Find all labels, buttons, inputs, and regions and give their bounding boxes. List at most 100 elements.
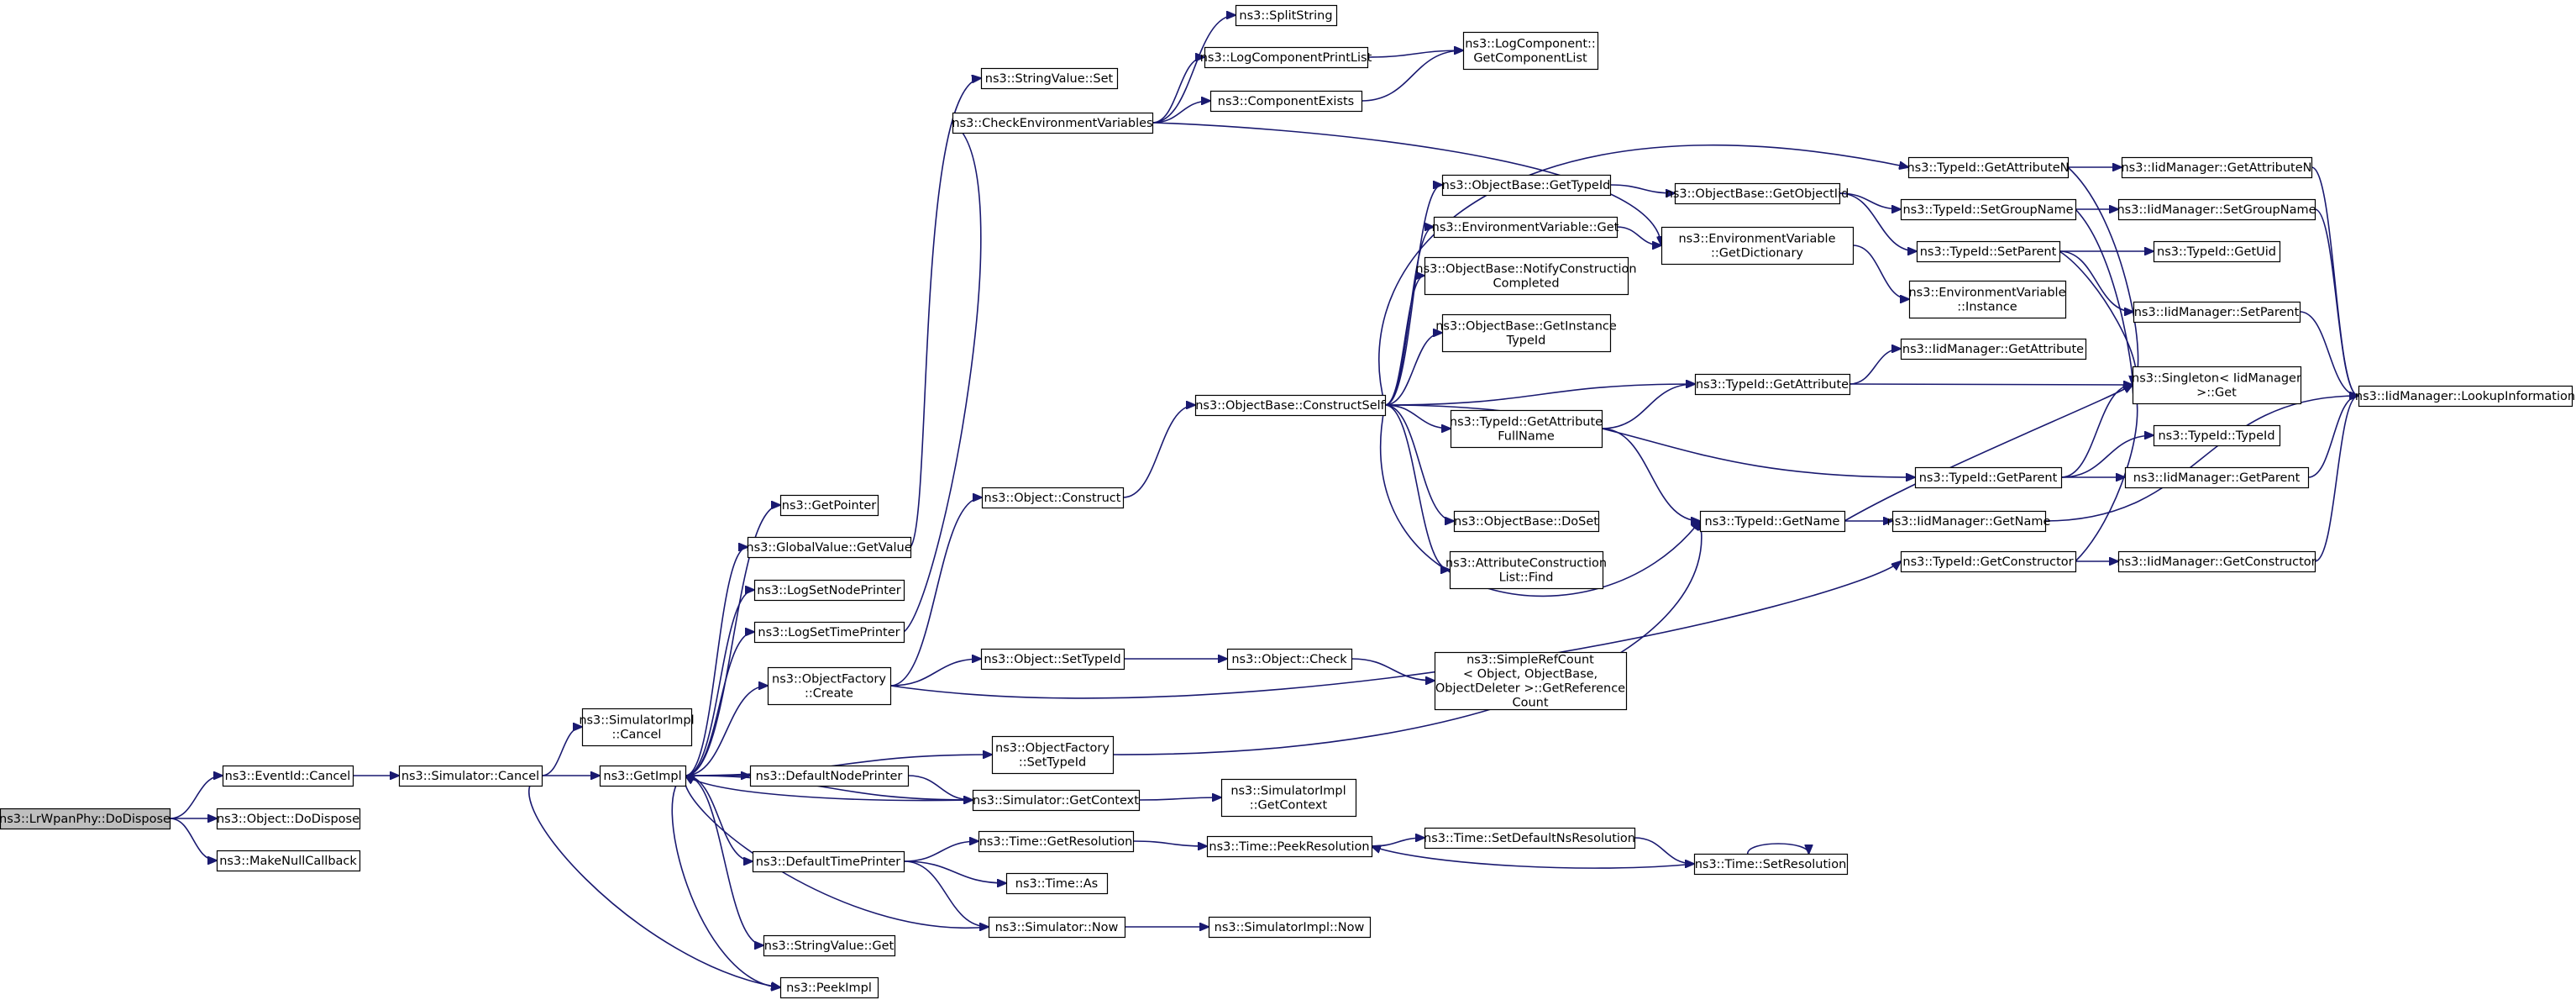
node-label-getpointer: ns3::GetPointer [782,499,877,513]
node-defaulttimeprinter[interactable]: ns3::DefaultTimePrinter [752,850,905,873]
node-iid_getparent[interactable]: ns3::IidManager::GetParent [2124,466,2310,489]
node-iid_getattributen[interactable]: ns3::IidManager::GetAttributeN [2121,156,2313,179]
node-iid_lookupinformation[interactable]: ns3::IidManager::LookupInformation [2355,385,2575,408]
node-label-logcomponentprintlist: ns3::LogComponentPrintList [1200,51,1372,65]
node-time_setdefaultns[interactable]: ns3::Time::SetDefaultNsResolution [1424,827,1636,850]
node-box-simplerefcount [1434,651,1628,711]
edge-getimpl-to-objectfactory_settypeid [685,755,992,776]
node-box-iid_getname [1891,510,2047,533]
edge-typeid_getattribute-to-singleton_get [1849,384,2133,385]
node-label-objectfactory_create: ns3::ObjectFactory [772,673,886,687]
node-typeid_setgroupname[interactable]: ns3::TypeId::SetGroupName [1900,198,2077,221]
node-defaultnodeprinter[interactable]: ns3::DefaultNodePrinter [749,765,910,787]
node-label-getinstancetypeid: TypeId [1506,334,1546,348]
node-label-envvar_getdictionary: ::GetDictionary [1711,247,1803,260]
node-stringvalue_set[interactable]: ns3::StringValue::Set [980,67,1119,90]
node-simulator_getcontext[interactable]: ns3::Simulator::GetContext [972,789,1141,812]
node-iid_getconstructor[interactable]: ns3::IidManager::GetConstructor [2117,550,2316,573]
node-logcomponentprintlist[interactable]: ns3::LogComponentPrintList [1200,46,1372,69]
node-typeid_typeid[interactable]: ns3::TypeId::TypeId [2153,424,2281,447]
node-constructself[interactable]: ns3::ObjectBase::ConstructSelf [1194,394,1387,417]
node-envvar_get[interactable]: ns3::EnvironmentVariable::Get [1432,216,1619,239]
node-label-globalvalue_getvalue: ns3::GlobalValue::GetValue [746,541,911,555]
edge-iid_getparent-to-iid_lookupinformation [2307,396,2358,478]
node-label-time_peekresolution: ns3::Time::PeekResolution [1209,840,1369,854]
node-box-objectbase_gettypeid [1441,174,1612,197]
node-typeid_getattributen[interactable]: ns3::TypeId::GetAttributeN [1907,156,2070,179]
node-envvar_getdictionary[interactable]: ns3::EnvironmentVariable::GetDictionary [1660,226,1855,266]
node-iid_setparent[interactable]: ns3::IidManager::SetParent [2133,301,2301,324]
node-time_peekresolution[interactable]: ns3::Time::PeekResolution [1206,835,1373,858]
node-stringvalue_get[interactable]: ns3::StringValue::Get [763,934,896,957]
node-time_setresolution[interactable]: ns3::Time::SetResolution [1693,853,1849,876]
node-typeid_getname[interactable]: ns3::TypeId::GetName [1699,510,1846,533]
node-iid_setgroupname[interactable]: ns3::IidManager::SetGroupName [2117,198,2316,221]
node-typeid_getuid[interactable]: ns3::TypeId::GetUid [2153,240,2281,263]
node-label-stringvalue_set: ns3::StringValue::Set [985,72,1114,86]
node-box-objectfactory_create [767,666,892,706]
node-splitstring[interactable]: ns3::SplitString [1235,4,1338,27]
node-makenullcallback[interactable]: ns3::MakeNullCallback [216,850,361,872]
node-objectbase_gettypeid[interactable]: ns3::ObjectBase::GetTypeId [1441,174,1612,197]
node-checkenv[interactable]: ns3::CheckEnvironmentVariables [952,112,1154,134]
node-simulatorimpl_cancel[interactable]: ns3::SimulatorImpl::Cancel [579,708,695,747]
node-objectfactory_settypeid[interactable]: ns3::ObjectFactory::SetTypeId [991,735,1115,775]
node-box-logcomponentprintlist [1204,46,1369,69]
node-box-objectbase_doset [1453,510,1600,533]
node-getimpl[interactable]: ns3::GetImpl [599,765,687,787]
node-label-typeid_getattributefullname: FullName [1498,430,1555,444]
node-peekimpl[interactable]: ns3::PeekImpl [779,976,879,999]
node-globalvalue_getvalue[interactable]: ns3::GlobalValue::GetValue [746,536,912,559]
edge-typeid_getattributefullname-to-typeid_getattribute [1601,384,1695,429]
node-box-object_check [1226,648,1353,671]
node-simulator_now[interactable]: ns3::Simulator::Now [988,916,1126,939]
node-time_getresolution[interactable]: ns3::Time::GetResolution [978,830,1135,853]
node-iid_getname[interactable]: ns3::IidManager::GetName [1887,510,2051,533]
node-iid_getattribute[interactable]: ns3::IidManager::GetAttribute [1900,338,2087,360]
node-simplerefcount[interactable]: ns3::SimpleRefCount< Object, ObjectBase,… [1434,651,1628,711]
node-label-root: ns3::LrWpanPhy::DoDispose [0,813,171,826]
node-box-iid_getparent [2124,466,2310,489]
node-notifyconstruction[interactable]: ns3::ObjectBase::NotifyConstructionCompl… [1415,256,1637,296]
node-label-peekimpl: ns3::PeekImpl [786,981,872,995]
node-box-logsettimeprinter [753,621,905,644]
node-object_check[interactable]: ns3::Object::Check [1226,648,1353,671]
node-box-notifyconstruction [1424,256,1629,296]
node-logsetnodeprinter[interactable]: ns3::LogSetNodePrinter [753,579,905,602]
edge-typeid_setgroupname-to-singleton_get [2075,208,2133,385]
node-eventid_cancel[interactable]: ns3::EventId::Cancel [222,765,354,787]
node-envvar_instance[interactable]: ns3::EnvironmentVariable::Instance [1908,280,2067,319]
node-getpointer[interactable]: ns3::GetPointer [779,494,879,517]
node-typeid_getattribute[interactable]: ns3::TypeId::GetAttribute [1694,373,1851,396]
node-simulator_cancel[interactable]: ns3::Simulator::Cancel [398,765,543,787]
node-typeid_getconstructor[interactable]: ns3::TypeId::GetConstructor [1900,550,2077,573]
node-objectbase_doset[interactable]: ns3::ObjectBase::DoSet [1453,510,1600,533]
edge-simulator_cancel-to-simulatorimpl_cancel [541,727,582,776]
node-objectfactory_create[interactable]: ns3::ObjectFactory::Create [767,666,892,706]
node-object_dodispose[interactable]: ns3::Object::DoDispose [216,808,361,830]
node-simulatorimpl_getcontext[interactable]: ns3::SimulatorImpl::GetContext [1220,778,1357,818]
node-box-object_settypeid [980,648,1125,671]
node-label-iid_getconstructor: ns3::IidManager::GetConstructor [2117,555,2316,569]
node-time_as[interactable]: ns3::Time::As [1005,872,1109,895]
node-label-simplerefcount: ObjectDeleter >::GetReference [1435,682,1625,696]
node-label-getinstancetypeid: ns3::ObjectBase::GetInstance [1435,320,1617,334]
node-logsettimeprinter[interactable]: ns3::LogSetTimePrinter [753,621,905,644]
node-typeid_getparent[interactable]: ns3::TypeId::GetParent [1914,466,2063,489]
node-singleton_get[interactable]: ns3::Singleton< IidManager>::Get [2132,366,2302,405]
node-simulatorimpl_now[interactable]: ns3::SimulatorImpl::Now [1208,916,1372,939]
node-label-envvar_instance: ns3::EnvironmentVariable [1908,287,2065,300]
node-label-logsettimeprinter: ns3::LogSetTimePrinter [758,626,900,639]
node-objectbase_getobjectiid[interactable]: ns3::ObjectBase::GetObjectIid [1666,182,1849,205]
node-label-attrconstructionlist_find: List::Find [1499,571,1554,585]
node-getcomponentlist[interactable]: ns3::LogComponent::GetComponentList [1462,31,1599,71]
node-root[interactable]: ns3::LrWpanPhy::DoDispose [0,808,171,830]
node-componentexists[interactable]: ns3::ComponentExists [1209,90,1363,113]
node-typeid_setparent[interactable]: ns3::TypeId::SetParent [1916,240,2061,263]
node-object_construct[interactable]: ns3::Object::Construct [981,487,1125,509]
node-object_settypeid[interactable]: ns3::Object::SetTypeId [980,648,1125,671]
